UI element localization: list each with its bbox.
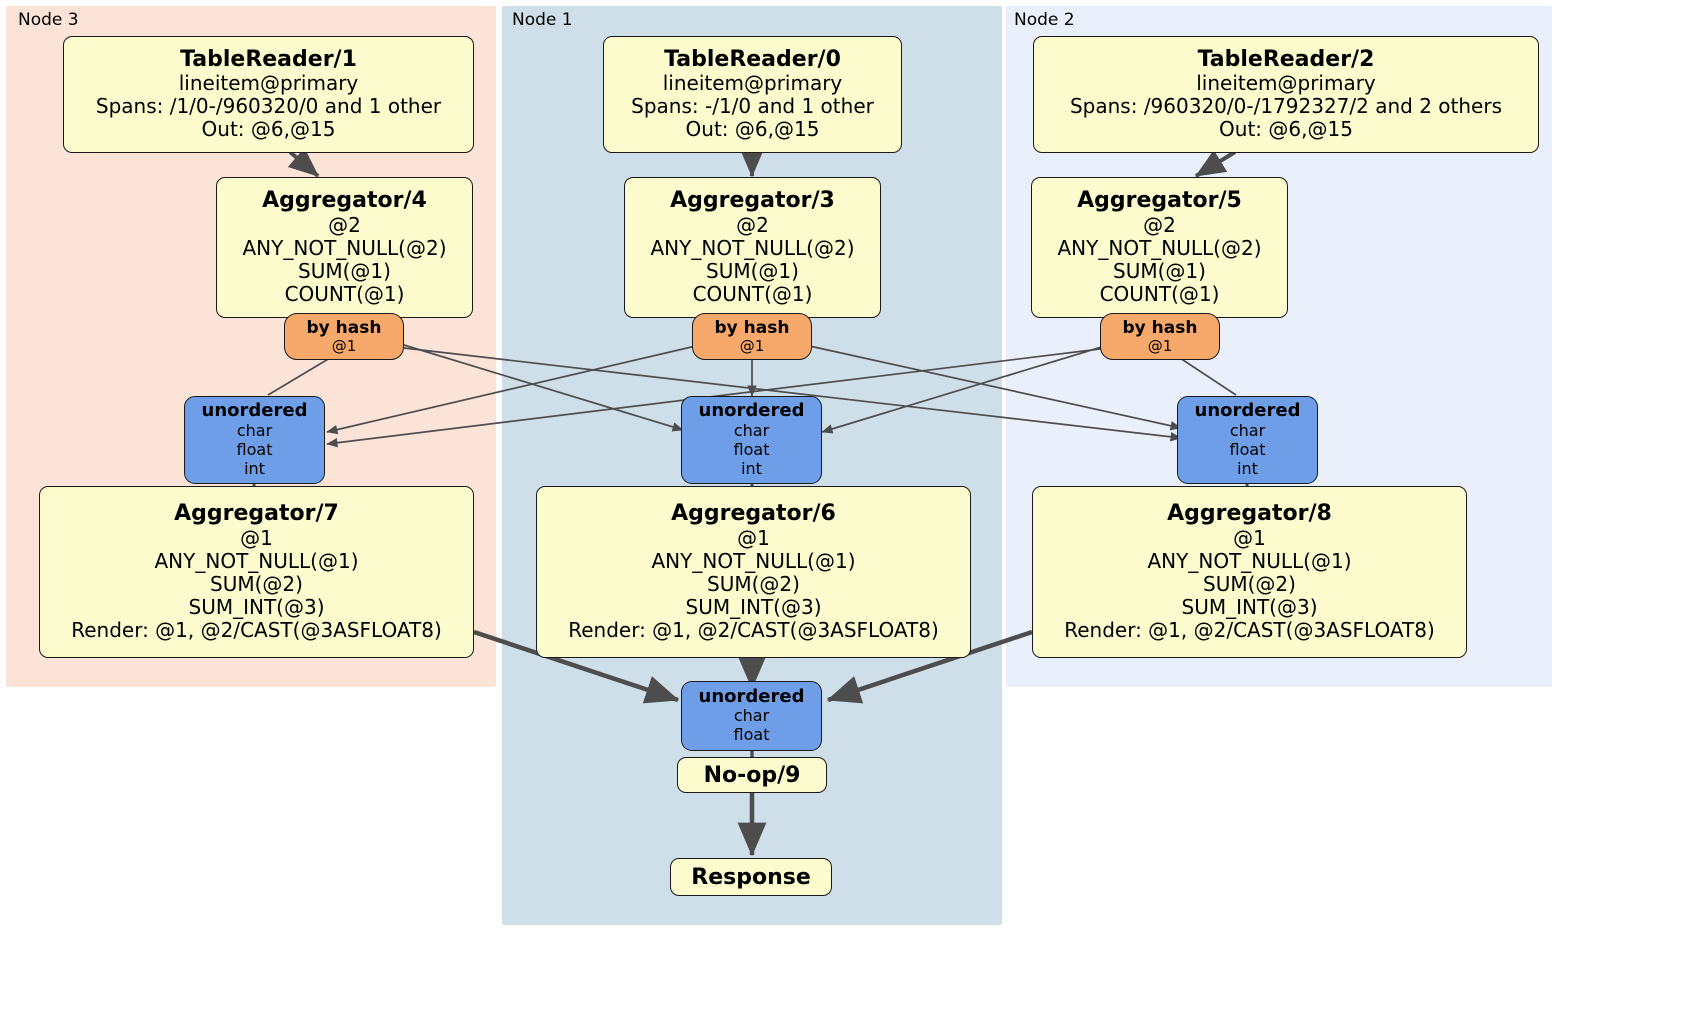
- processor-line: @2: [1143, 212, 1176, 237]
- router-title: by hash: [714, 317, 790, 338]
- router-title: by hash: [306, 317, 382, 338]
- processor-line: Out: @6,@15: [201, 117, 336, 142]
- synchronizer-title: unordered: [698, 685, 805, 707]
- node-label-node1: Node 1: [512, 10, 573, 30]
- processor-line: Spans: /960320/0-/1792327/2 and 2 others: [1069, 94, 1502, 119]
- processor-line: @2: [736, 212, 769, 237]
- processor-title: Aggregator/6: [671, 501, 836, 527]
- processor-aggregator-8[interactable]: Aggregator/8 @1 ANY_NOT_NULL(@1) SUM(@2)…: [1032, 486, 1467, 658]
- router-by-hash-right[interactable]: by hash @1: [1100, 313, 1220, 360]
- processor-title: TableReader/2: [1197, 46, 1375, 72]
- processor-line: SUM(@1): [1113, 258, 1206, 283]
- synchronizer-title: unordered: [201, 400, 308, 422]
- processor-line: SUM(@2): [707, 571, 800, 596]
- processor-line: SUM(@2): [1203, 571, 1296, 596]
- processor-title: Response: [691, 864, 811, 890]
- processor-line: SUM_INT(@3): [685, 594, 822, 619]
- processor-title: Aggregator/7: [174, 501, 339, 527]
- processor-title: Aggregator/8: [1167, 501, 1332, 527]
- synchronizer-line: float: [1229, 439, 1266, 459]
- processor-line: COUNT(@1): [1099, 281, 1220, 306]
- processor-tablereader-1[interactable]: TableReader/1 lineitem@primary Spans: /1…: [63, 36, 474, 153]
- processor-title: Aggregator/5: [1077, 188, 1242, 214]
- processor-title: No-op/9: [703, 762, 801, 788]
- processor-aggregator-7[interactable]: Aggregator/7 @1 ANY_NOT_NULL(@1) SUM(@2)…: [39, 486, 474, 658]
- processor-line: ANY_NOT_NULL(@1): [1147, 548, 1352, 573]
- synchronizer-unordered-final[interactable]: unordered char float: [681, 681, 822, 751]
- synchronizer-unordered-left[interactable]: unordered char float int: [184, 396, 325, 484]
- processor-render-line: Render: @1, @2/CAST(@3ASFLOAT8): [1064, 617, 1435, 642]
- processor-title: Aggregator/3: [670, 188, 835, 214]
- router-line: @1: [739, 336, 765, 355]
- processor-line: SUM_INT(@3): [1181, 594, 1318, 619]
- processor-line: SUM(@1): [298, 258, 391, 283]
- synchronizer-line: char: [733, 421, 770, 441]
- synchronizer-unordered-center[interactable]: unordered char float int: [681, 396, 822, 484]
- router-line: @1: [331, 336, 357, 355]
- processor-aggregator-5[interactable]: Aggregator/5 @2 ANY_NOT_NULL(@2) SUM(@1)…: [1031, 177, 1288, 318]
- processor-line: COUNT(@1): [692, 281, 813, 306]
- synchronizer-line: int: [741, 458, 762, 478]
- processor-line: Out: @6,@15: [685, 117, 820, 142]
- synchronizer-line: char: [236, 421, 273, 441]
- processor-title: TableReader/1: [180, 46, 357, 72]
- processor-line: Spans: -/1/0 and 1 other: [631, 94, 874, 119]
- router-by-hash-center[interactable]: by hash @1: [692, 313, 812, 360]
- processor-aggregator-3[interactable]: Aggregator/3 @2 ANY_NOT_NULL(@2) SUM(@1)…: [624, 177, 881, 318]
- processor-aggregator-4[interactable]: Aggregator/4 @2 ANY_NOT_NULL(@2) SUM(@1)…: [216, 177, 473, 318]
- processor-line: ANY_NOT_NULL(@2): [650, 235, 855, 260]
- processor-line: @1: [1233, 525, 1266, 550]
- synchronizer-line: int: [244, 458, 265, 478]
- processor-line: Out: @6,@15: [1219, 117, 1353, 142]
- synchronizer-line: char: [733, 706, 770, 726]
- processor-line: SUM(@2): [210, 571, 303, 596]
- processor-line: lineitem@primary: [1196, 71, 1376, 96]
- router-title: by hash: [1122, 317, 1198, 338]
- synchronizer-line: float: [236, 439, 273, 459]
- processor-title: Aggregator/4: [262, 188, 427, 214]
- synchronizer-title: unordered: [698, 400, 805, 422]
- synchronizer-line: float: [733, 725, 770, 745]
- processor-line: @1: [240, 525, 273, 550]
- processor-title: TableReader/0: [664, 46, 841, 72]
- synchronizer-line: int: [1237, 458, 1258, 478]
- processor-line: @1: [737, 525, 770, 550]
- processor-line: lineitem@primary: [178, 71, 359, 96]
- processor-line: Spans: /1/0-/960320/0 and 1 other: [95, 94, 442, 119]
- node-label-node3: Node 3: [18, 10, 79, 30]
- processor-aggregator-6[interactable]: Aggregator/6 @1 ANY_NOT_NULL(@1) SUM(@2)…: [536, 486, 971, 658]
- processor-tablereader-0[interactable]: TableReader/0 lineitem@primary Spans: -/…: [603, 36, 902, 153]
- processor-line: ANY_NOT_NULL(@1): [651, 548, 856, 573]
- processor-render-line: Render: @1, @2/CAST(@3ASFLOAT8): [568, 617, 939, 642]
- processor-line: SUM(@1): [706, 258, 799, 283]
- synchronizer-line: char: [1229, 421, 1266, 441]
- processor-render-line: Render: @1, @2/CAST(@3ASFLOAT8): [71, 617, 442, 642]
- synchronizer-title: unordered: [1194, 400, 1301, 422]
- processor-line: COUNT(@1): [284, 281, 405, 306]
- processor-line: lineitem@primary: [662, 71, 843, 96]
- processor-noop-9[interactable]: No-op/9: [677, 757, 827, 793]
- processor-line: SUM_INT(@3): [188, 594, 325, 619]
- router-line: @1: [1147, 336, 1173, 355]
- processor-line: ANY_NOT_NULL(@2): [242, 235, 447, 260]
- processor-line: ANY_NOT_NULL(@2): [1057, 235, 1262, 260]
- node-label-node2: Node 2: [1014, 10, 1075, 30]
- processor-line: ANY_NOT_NULL(@1): [154, 548, 359, 573]
- processor-line: @2: [328, 212, 361, 237]
- processor-response[interactable]: Response: [670, 858, 832, 896]
- router-by-hash-left[interactable]: by hash @1: [284, 313, 404, 360]
- synchronizer-line: float: [733, 439, 770, 459]
- synchronizer-unordered-right[interactable]: unordered char float int: [1177, 396, 1318, 484]
- processor-tablereader-2[interactable]: TableReader/2 lineitem@primary Spans: /9…: [1033, 36, 1539, 153]
